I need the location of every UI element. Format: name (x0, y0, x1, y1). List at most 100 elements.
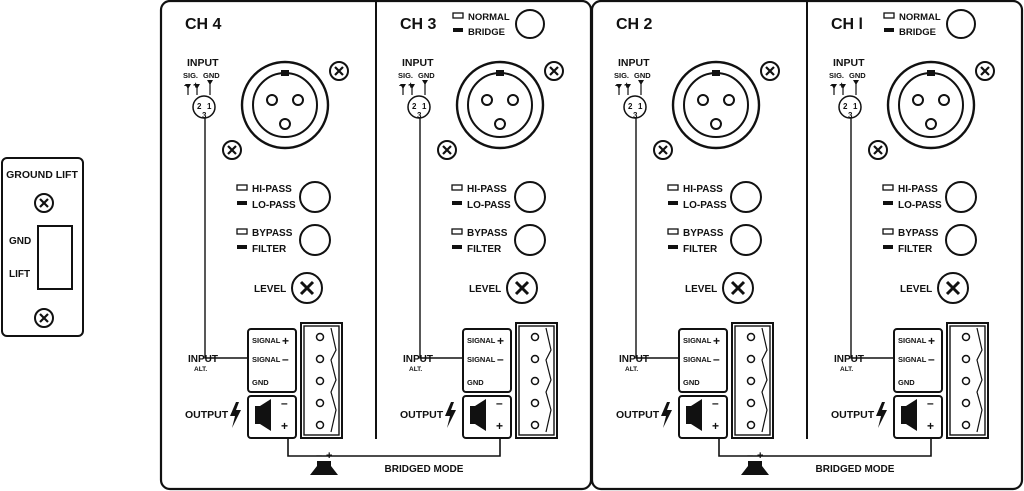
speaker-minus: – (712, 396, 719, 410)
filter-mode-button[interactable] (730, 224, 762, 256)
level-knob[interactable] (291, 272, 323, 304)
xlr-connector[interactable] (671, 60, 761, 150)
output-label: OUTPUT (616, 409, 660, 421)
lo-pass-label: LO-PASS (898, 200, 942, 211)
pin-1: 1 (638, 102, 643, 111)
channel-ch1: CH lNORMALBRIDGEINPUTSIG.GND–+213HI-PASS… (829, 9, 995, 439)
input-label: INPUT (833, 57, 865, 69)
pinout-arrows-icon (831, 80, 859, 95)
pin-1: 1 (853, 102, 858, 111)
bridge-indicator (453, 28, 463, 32)
xlr-connector[interactable] (455, 60, 545, 150)
gnd-label: GND (203, 71, 220, 80)
bypass-indicator (882, 228, 894, 235)
input-alt-sublabel: ALT. (840, 366, 853, 373)
bridged-mode-left: – + BRIDGED MODE (287, 425, 501, 475)
signal-minus-sign: – (497, 352, 504, 366)
terminal-gnd-label: GND (467, 378, 484, 387)
filter-label: FILTER (467, 244, 502, 255)
mode-button[interactable] (946, 9, 976, 39)
pin-2: 2 (197, 102, 202, 111)
level-knob[interactable] (937, 272, 969, 304)
bypass-label: BYPASS (252, 228, 293, 239)
lo-pass-indicator (668, 201, 678, 205)
screw-icon (34, 308, 54, 328)
filter-mode-button[interactable] (514, 224, 546, 256)
pinout-arrows-icon (616, 80, 644, 95)
channel-ch4: CH 4INPUTSIG.GND–+213HI-PASSLO-PASSBYPAS… (183, 16, 349, 439)
level-knob[interactable] (722, 272, 754, 304)
bridge-label: BRIDGE (899, 27, 936, 38)
speaker-icon (741, 461, 769, 475)
bridged-mode-label: BRIDGED MODE (385, 464, 464, 475)
filter-type-button[interactable] (514, 181, 546, 213)
signal-minus-sign: – (282, 352, 289, 366)
speaker-plus: + (496, 419, 503, 433)
hi-pass-label: HI-PASS (467, 184, 507, 195)
input-alt-sublabel: ALT. (625, 366, 638, 373)
signal-minus-label: SIGNAL (252, 355, 281, 364)
speaker-minus: – (496, 396, 503, 410)
pinout-arrows-icon (185, 80, 213, 95)
input-alt-label: INPUT (834, 354, 864, 365)
xlr-connector[interactable] (240, 60, 330, 150)
filter-indicator (452, 245, 462, 249)
filter-label: FILTER (252, 244, 287, 255)
bridged-minus: – (747, 450, 753, 462)
channel-title: CH 3 (400, 16, 437, 33)
filter-type-button[interactable] (945, 181, 977, 213)
speaker-icon (901, 399, 917, 431)
filter-indicator (883, 245, 893, 249)
bypass-label: BYPASS (683, 228, 724, 239)
bypass-label: BYPASS (898, 228, 939, 239)
channel-ch3: CH 3NORMALBRIDGEINPUTSIG.GND–+213HI-PASS… (398, 9, 564, 439)
channel-ch2: CH 2INPUTSIG.GND–+213HI-PASSLO-PASSBYPAS… (614, 16, 780, 439)
bypass-label: BYPASS (467, 228, 508, 239)
input-label: INPUT (618, 57, 650, 69)
ground-lift-module: GROUND LIFT GND LIFT (1, 157, 84, 337)
lightning-icon (661, 402, 672, 428)
input-wire (419, 118, 463, 359)
filter-type-button[interactable] (299, 181, 331, 213)
lo-pass-indicator (237, 201, 247, 205)
speaker-plus: + (712, 419, 719, 433)
filter-mode-button[interactable] (945, 224, 977, 256)
filter-type-button[interactable] (730, 181, 762, 213)
signal-minus-label: SIGNAL (683, 355, 712, 364)
xlr-pinout-icon (838, 95, 862, 119)
bridge-label: BRIDGE (468, 27, 505, 38)
lo-pass-label: LO-PASS (252, 200, 296, 211)
input-alt-label: INPUT (619, 354, 649, 365)
speaker-minus: – (927, 396, 934, 410)
hi-pass-indicator (451, 184, 463, 191)
channel-title: CH 4 (185, 16, 222, 33)
screw-icon (222, 140, 242, 160)
hi-pass-label: HI-PASS (898, 184, 938, 195)
screw-icon (329, 61, 349, 81)
terminal-block[interactable] (946, 322, 989, 439)
filter-mode-button[interactable] (299, 224, 331, 256)
terminal-block[interactable] (300, 322, 343, 439)
input-label: INPUT (187, 57, 219, 69)
level-knob[interactable] (506, 272, 538, 304)
hi-pass-indicator (882, 184, 894, 191)
input-wire (204, 118, 248, 359)
hi-pass-label: HI-PASS (683, 184, 723, 195)
ground-lift-switch[interactable] (37, 225, 73, 290)
terminal-block[interactable] (731, 322, 774, 439)
terminal-block[interactable] (515, 322, 558, 439)
signal-plus-sign: + (282, 334, 289, 348)
bridged-mode-label: BRIDGED MODE (816, 464, 895, 475)
xlr-connector[interactable] (886, 60, 976, 150)
screw-icon (760, 61, 780, 81)
hi-pass-indicator (667, 184, 679, 191)
speaker-minus: – (281, 396, 288, 410)
sig-label: SIG. (183, 71, 198, 80)
lo-pass-indicator (452, 201, 462, 205)
pin-1: 1 (422, 102, 427, 111)
input-alt-label: INPUT (403, 354, 433, 365)
mode-button[interactable] (515, 9, 545, 39)
lightning-icon (445, 402, 456, 428)
lift-label: LIFT (9, 269, 30, 280)
